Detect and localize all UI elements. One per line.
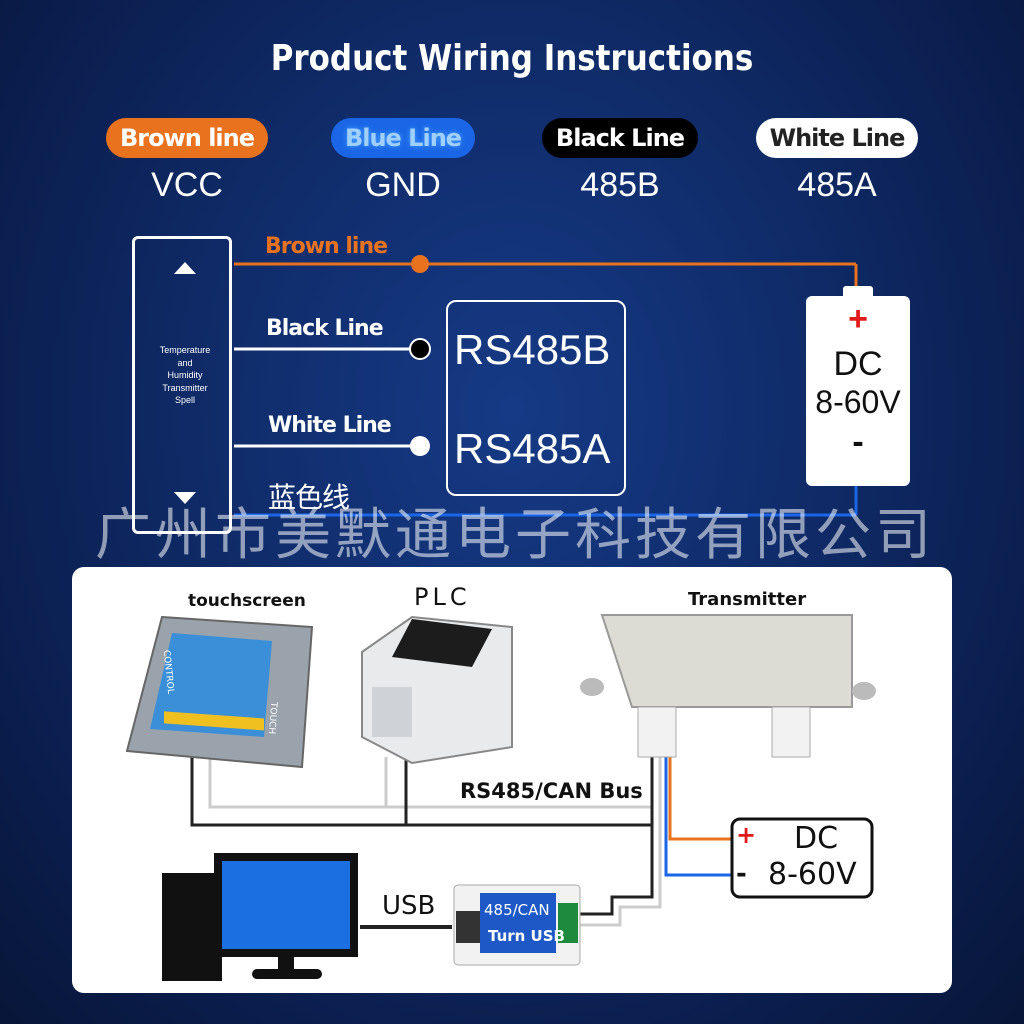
white-wire-label: White Line: [268, 413, 392, 438]
vcc-wire: [668, 757, 732, 841]
plc-device: [361, 615, 513, 765]
computer-icon: [162, 853, 358, 981]
bus-label: RS485/CAN Bus: [460, 779, 643, 803]
panel-dc-minus: -: [736, 859, 747, 889]
transmitter-outline: [132, 236, 232, 534]
dc-supply-box: + DC 8-60V -: [806, 296, 910, 486]
touchscreen-device: [125, 615, 314, 769]
gnd-label: GND: [365, 166, 441, 204]
rs485a-label: RS485A: [454, 425, 611, 472]
touchscreen-label: touchscreen: [188, 591, 306, 611]
application-diagram-panel: touchscreen PLC Transmitter RS485/CAN Bu…: [72, 567, 952, 993]
black-wire-label: Black Line: [266, 316, 384, 341]
gnd-wire: [664, 757, 732, 877]
converter-label-1: 485/CAN: [484, 901, 550, 919]
transmitter-device: [580, 614, 876, 758]
white-terminal-dot: [410, 436, 430, 456]
dc-minus-sign: -: [852, 423, 864, 461]
panel-dc-label: DC: [794, 821, 839, 856]
converter-white-wire: [580, 757, 662, 927]
page-title: Product Wiring Instructions: [270, 38, 754, 79]
dc-supply-diagram: [730, 817, 874, 899]
arrow-down-icon: [174, 492, 196, 504]
black-terminal-dot: [409, 338, 431, 360]
white-line-pill: White Line: [755, 118, 919, 158]
dc-label: DC: [833, 345, 883, 383]
dc-range-label: 8-60V: [815, 384, 901, 420]
vcc-label: VCC: [151, 166, 223, 204]
dc-terminal-tab: [843, 286, 873, 298]
arrow-up-icon: [174, 262, 196, 274]
company-watermark: 广州市美默通电子科技有限公司: [95, 503, 935, 566]
usb-label: USB: [382, 891, 436, 921]
blue-wire-label: 蓝色线: [268, 481, 350, 514]
dc-plus-sign: +: [848, 300, 868, 338]
application-diagram: [125, 614, 876, 981]
bus-black-wire: [190, 757, 652, 827]
bus-white-wire: [208, 757, 652, 809]
panel-dc-range: 8-60V: [768, 857, 857, 892]
rs485-terminal-box: [446, 300, 626, 496]
brown-junction-dot: [411, 255, 429, 273]
485b-label: 485B: [580, 166, 660, 204]
legend-brown: Brown line VCC: [102, 118, 272, 205]
brown-line-pill: Brown line: [105, 118, 269, 158]
legend-white: White Line 485A: [752, 118, 922, 205]
converter-label-2: Turn USB: [488, 927, 565, 945]
legend-black: Black Line 485B: [535, 118, 705, 205]
transmitter-device-label: Transmitter: [688, 589, 807, 610]
brown-wire-label: Brown line: [265, 234, 388, 259]
485a-label: 485A: [797, 166, 877, 204]
converter-black-wire: [580, 757, 654, 916]
transmitter-label: Temperature and Humidity Transmitter Spe…: [159, 345, 211, 405]
converter-device: [453, 884, 581, 966]
plc-label: PLC: [414, 583, 471, 611]
black-line-pill: Black Line: [541, 118, 699, 158]
panel-dc-plus: +: [736, 821, 757, 849]
legend-blue: Blue Line GND: [318, 118, 488, 205]
rs485b-label: RS485B: [454, 326, 611, 373]
blue-line-pill: Blue Line: [330, 118, 476, 158]
